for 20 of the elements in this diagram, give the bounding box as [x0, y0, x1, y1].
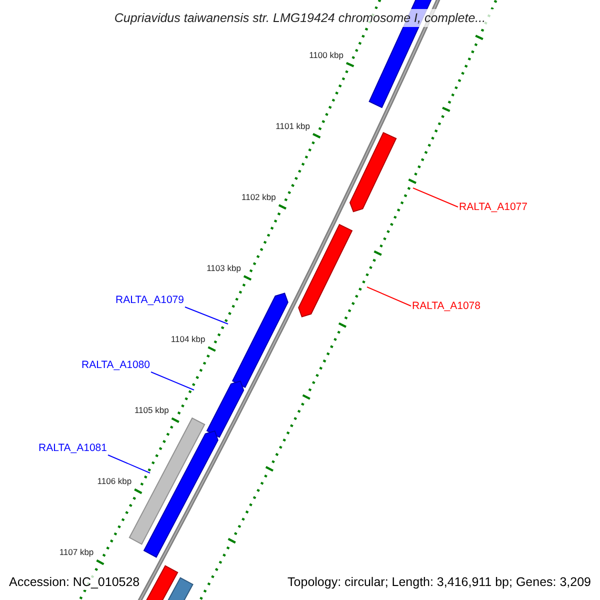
scale-label: 1101 kbp: [276, 121, 310, 132]
scale-label: 1103 kbp: [206, 263, 241, 274]
gene-label: RALTA_A1081: [38, 441, 107, 455]
scale-label: 1107 kbp: [59, 547, 94, 558]
leader-line: [412, 188, 458, 208]
gene-label: RALTA_A1077: [459, 200, 528, 214]
scale-label: 1105 kbp: [134, 405, 169, 416]
accession-text: Accession: NC_010528: [9, 574, 140, 590]
leader-line: [184, 306, 228, 324]
scale-label: 1102 kbp: [242, 192, 276, 204]
scale-label: 1106 kbp: [97, 476, 132, 488]
topology-text: Topology: circular; Length: 3,416,911 bp; Genes: 3,209: [288, 574, 591, 590]
gene-label: RALTA_A1080: [82, 358, 150, 372]
gene-label: RALTA_A1078: [412, 299, 480, 313]
scale-label: 1100 kbp: [309, 50, 344, 61]
leader-line: [108, 454, 150, 474]
leader-line: [150, 372, 194, 390]
leader-line: [366, 286, 412, 306]
scale-label: 1104 kbp: [170, 334, 206, 346]
gene-label: RALTA_A1079: [116, 293, 184, 307]
